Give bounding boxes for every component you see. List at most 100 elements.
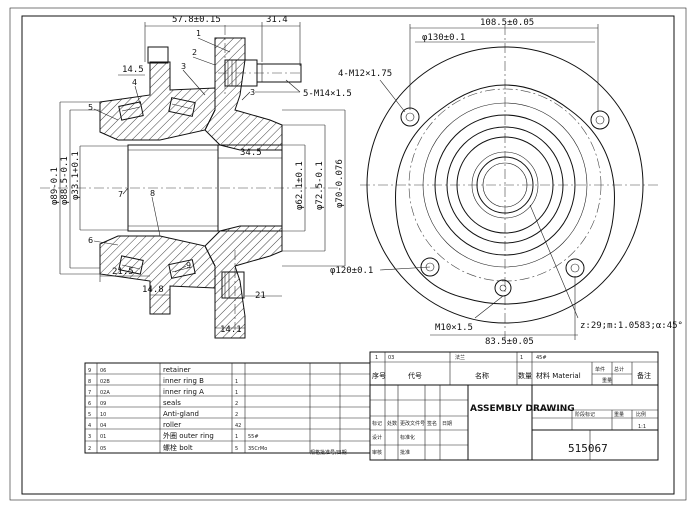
dim-21: 21 — [255, 291, 266, 301]
part-no: 8 — [88, 379, 91, 385]
dim-130: φ130±0.1 — [422, 33, 465, 43]
tb-stage: 阶段标记 — [575, 411, 595, 418]
part-name: 外圈 outer ring — [163, 431, 214, 440]
part-code: 10 — [100, 412, 106, 418]
tb-ratio: 比例 — [636, 411, 646, 418]
dim-89: φ89-0.1 — [50, 167, 60, 205]
part-code: 02A — [100, 390, 110, 396]
tb-assembly: ASSEMBLY DRAWING — [470, 404, 575, 414]
part-name: retainer — [163, 366, 191, 374]
part-qty: 1 — [235, 390, 238, 396]
tb-hdr-mat: 材料 Material — [536, 371, 581, 380]
section-dimensions: 57.8±0.15 31.4 14.5 5-M14×1.5 34.5 21.5 … — [50, 15, 352, 335]
part-mat: 55# — [248, 434, 259, 440]
part-name: roller — [163, 421, 181, 429]
tb-row1-code: 03 — [388, 355, 394, 361]
part-qty: 42 — [235, 423, 241, 429]
callout-3b: 3 — [250, 88, 255, 97]
part-code: 06 — [100, 368, 106, 374]
callout-9: 9 — [186, 261, 191, 270]
part-qty: 2 — [235, 401, 238, 407]
callout-7: 7 — [118, 190, 123, 199]
tb-hdr-code: 代号 — [408, 371, 422, 380]
parts-list: 9 06 retainer 8 02B inner ring B 1 7 02A… — [88, 366, 267, 452]
tb-weight: 重量 — [614, 411, 624, 418]
tb-row1-qty: 1 — [520, 355, 523, 361]
dim-14-5: 14.5 — [122, 65, 144, 75]
part-code: 02B — [100, 379, 110, 385]
dim-57-8: 57.8±0.15 — [172, 15, 221, 25]
tb-check: 审核 — [372, 449, 382, 456]
part-no: 2 — [88, 446, 91, 452]
tb-hdr-unit: 单件 — [595, 366, 605, 373]
dim-14-8: 14.8 — [142, 285, 164, 295]
callout-5: 5 — [88, 103, 93, 112]
tb-std: 标准化 — [400, 434, 415, 441]
parts-list-grid — [84, 362, 371, 454]
tb-row1-name: 法兰 — [455, 354, 465, 361]
dim-33-1: φ33.1+0.1 — [71, 151, 81, 200]
callout-3: 3 — [181, 62, 186, 71]
section-view — [40, 22, 346, 339]
dim-m10: M10×1.5 — [435, 323, 473, 333]
part-code: 09 — [100, 401, 106, 407]
callout-4: 4 — [132, 78, 137, 87]
part-qty: 2 — [235, 412, 238, 418]
part-qty: 1 — [235, 434, 238, 440]
parts-row: 6 09 seals 2 — [88, 399, 238, 407]
part-name: inner ring B — [163, 377, 204, 385]
dim-34-5: 34.5 — [240, 148, 262, 158]
dim-m12: 4-M12×1.75 — [338, 69, 392, 79]
tb-hdr-remark: 备注 — [637, 371, 651, 380]
tb-hdr-qty: 数量 — [518, 371, 532, 380]
title-block-grid — [369, 351, 659, 461]
parts-row: 7 02A inner ring A 1 — [88, 388, 238, 396]
outer-border — [9, 7, 687, 501]
tb-sign3: 更改文件号 — [400, 420, 425, 427]
dim-72-5: φ72.5-0.1 — [315, 161, 325, 210]
tb-drawing-no: 515067 — [568, 442, 608, 455]
part-name: 螺栓 bolt — [163, 443, 193, 452]
dim-31-4: 31.4 — [266, 15, 288, 25]
tb-approve: 批准 — [400, 449, 410, 456]
callout-2: 2 — [192, 48, 197, 57]
tb-row1-mat: 45# — [536, 355, 547, 361]
part-name: seals — [163, 399, 181, 407]
inner-border — [21, 15, 675, 495]
tb-hdr-total: 总计 — [614, 366, 624, 373]
tb-note: 规格批准号/日期 — [310, 449, 347, 456]
dim-m14: 5-M14×1.5 — [303, 89, 352, 99]
dim-14-1: 14.1 — [220, 325, 242, 335]
lower-rollers — [118, 255, 196, 279]
dim-120: φ120±0.1 — [330, 266, 373, 276]
callout-1: 1 — [196, 29, 201, 38]
part-no: 3 — [88, 434, 91, 440]
front-dimensions: 108.5±0.05 φ130±0.1 4-M12×1.75 φ120±0.1 … — [330, 18, 683, 347]
dim-21-5: 21.5 — [112, 267, 134, 277]
title-block: 1 03 法兰 1 45# 序号 代号 名称 数量 材料 Material 单件… — [310, 354, 651, 456]
front-view — [360, 24, 660, 340]
part-code: 05 — [100, 446, 106, 452]
part-no: 9 — [88, 368, 91, 374]
part-no: 7 — [88, 390, 91, 396]
callout-8: 8 — [150, 189, 155, 198]
part-name: Anti-gland — [163, 410, 199, 418]
part-no: 6 — [88, 401, 91, 407]
dim-88-5: φ88.5-0.1 — [60, 156, 70, 205]
tb-hdr-weight: 重量 — [602, 377, 612, 384]
parts-row: 8 02B inner ring B 1 — [88, 377, 238, 385]
part-no: 5 — [88, 412, 91, 418]
part-mat: 35CrMo — [248, 446, 267, 452]
part-code: 04 — [100, 423, 106, 429]
dim-62-1: φ62.1±0.1 — [295, 161, 305, 210]
tb-hdr-name: 名称 — [475, 371, 489, 380]
tb-sign5: 日期 — [442, 421, 452, 427]
tb-hdr-no: 序号 — [372, 371, 386, 380]
parts-row: 5 10 Anti-gland 2 — [88, 410, 238, 418]
callout-numbers: 1 2 3 4 5 6 7 8 9 3 — [88, 29, 255, 270]
dim-108-5: 108.5±0.05 — [480, 18, 534, 28]
callout-6: 6 — [88, 236, 93, 245]
upper-rollers — [118, 97, 196, 121]
